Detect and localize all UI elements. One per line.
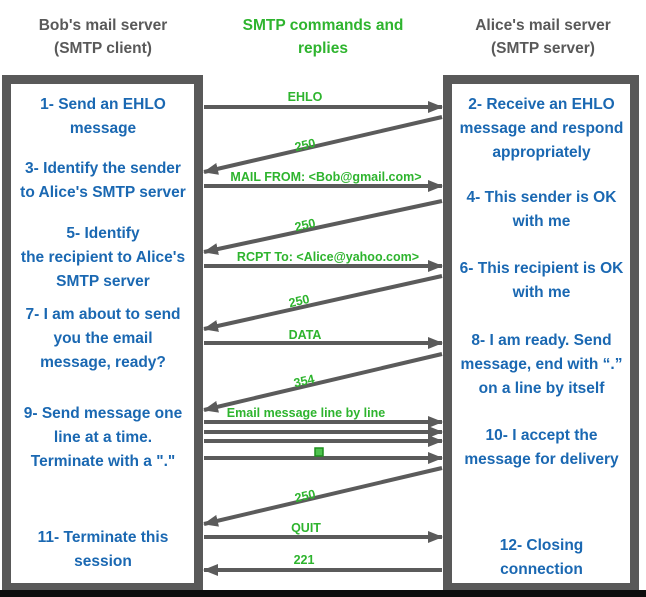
commands-header: SMTP commands and replies — [242, 17, 404, 57]
message-arrow — [203, 274, 443, 332]
client-box — [2, 75, 203, 592]
server-step-4: 4- This sender is OK with me — [466, 189, 617, 230]
bottom-bar — [0, 590, 646, 597]
server-header: Alice's mail server (SMTP server) — [475, 17, 611, 57]
message-label: 354 — [292, 372, 316, 390]
server-step-12: 12- Closing connection — [499, 537, 584, 578]
client-step-9: 9- Send message one line at a time. Term… — [23, 405, 183, 470]
client-step-11: 11- Terminate this session — [37, 529, 169, 570]
server-step-10: 10- I accept the message for delivery — [464, 427, 619, 468]
server-step-2: 2- Receive an EHLO message and respond a… — [459, 96, 624, 161]
server-step-8: 8- I am ready. Send message, end with “.… — [460, 332, 623, 397]
message-label: Email message line by line — [227, 406, 385, 420]
message-label: QUIT — [291, 521, 321, 535]
message-label: RCPT To: <Alice@yahoo.com> — [237, 250, 419, 264]
message-label: MAIL FROM: <Bob@gmail.com> — [230, 170, 421, 184]
client-step-5: 5- Identify the recipient to Alice's SMT… — [20, 225, 186, 290]
client-step-7: 7- I am about to send you the email mess… — [25, 306, 181, 371]
server-step-6: 6- This recipient is OK with me — [459, 260, 624, 301]
message-arrow — [203, 199, 443, 255]
message-label: 250 — [293, 487, 317, 505]
client-header: Bob's mail server (SMTP client) — [38, 17, 168, 57]
message-label: EHLO — [288, 90, 323, 104]
message-label: 250 — [287, 292, 311, 310]
client-step-1: 1- Send an EHLO message — [40, 96, 166, 137]
message-arrow — [203, 466, 443, 527]
message-label: 221 — [294, 553, 315, 567]
client-step-3: 3- Identify the sender to Alice's SMTP s… — [20, 160, 186, 201]
message-arrow — [203, 115, 443, 175]
message-label: 250 — [293, 136, 317, 154]
message-arrow — [203, 352, 443, 413]
server-box — [443, 75, 639, 592]
message-label: DATA — [289, 328, 322, 342]
dot-terminator-icon — [314, 447, 324, 457]
message-label: 250 — [293, 216, 317, 234]
